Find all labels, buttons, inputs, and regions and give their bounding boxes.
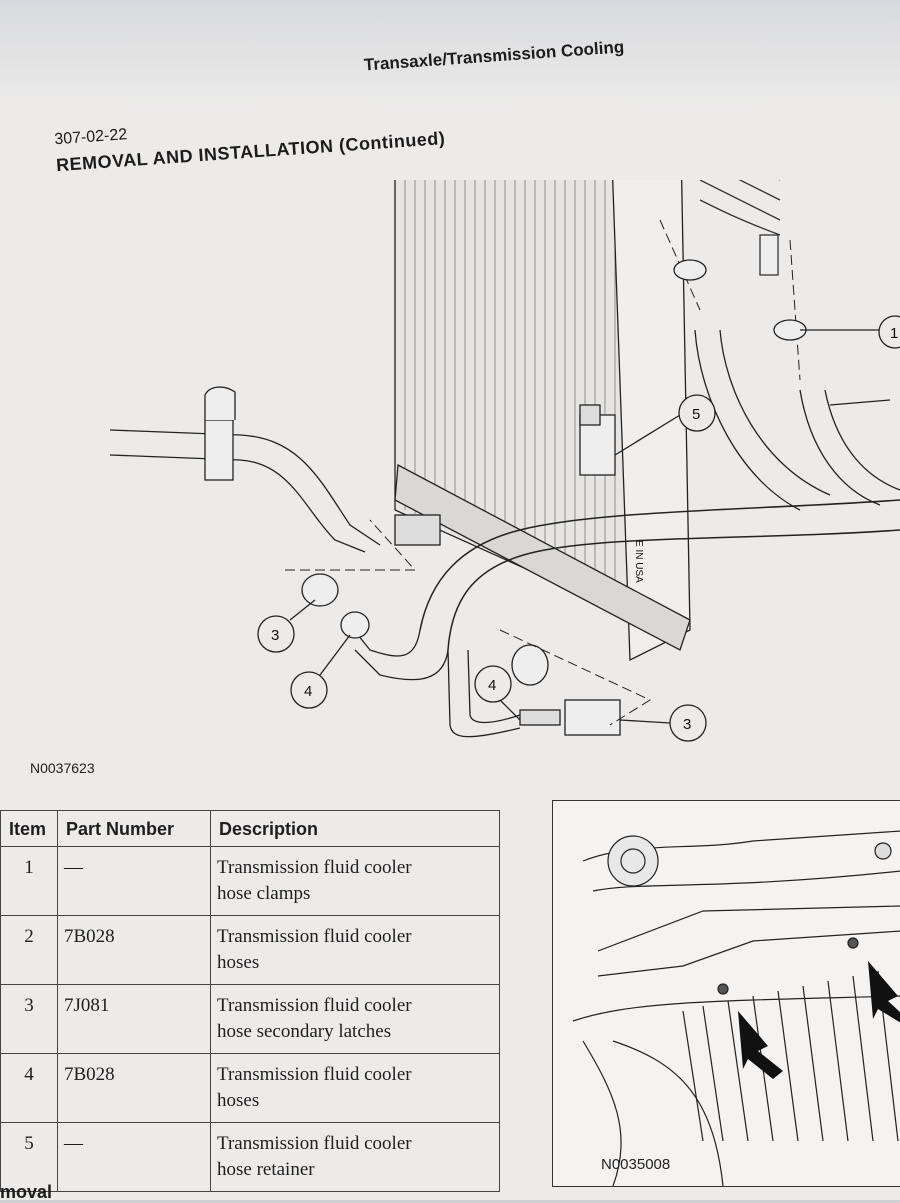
radiator-side-tank bbox=[612, 180, 691, 662]
fastener-right bbox=[847, 937, 859, 949]
description-cell: Transmission fluid cooler hose clamps bbox=[210, 846, 500, 916]
header-item: Item bbox=[0, 810, 58, 847]
description-line: Transmission fluid cooler bbox=[217, 1064, 412, 1085]
photo-id: N0035008 bbox=[601, 1156, 671, 1173]
left-cooler-line-upper bbox=[109, 429, 381, 546]
description-line: Transmission fluid cooler bbox=[217, 857, 412, 878]
secondary-latch-right bbox=[564, 699, 621, 736]
cooler-hose-main bbox=[419, 499, 900, 631]
description-cell: Transmission fluid cooler hose secondary … bbox=[210, 984, 500, 1054]
svg-text:4: 4 bbox=[488, 677, 496, 694]
svg-text:1: 1 bbox=[890, 325, 898, 342]
item-cell: 2 bbox=[0, 915, 58, 985]
parts-table: Item Part Number Description 1 — Transmi… bbox=[0, 810, 500, 1192]
svg-text:5: 5 bbox=[692, 406, 700, 423]
hose-clamp-upper bbox=[673, 259, 707, 281]
cooler-hose-lower bbox=[349, 624, 421, 657]
description-line: hose retainer bbox=[217, 1159, 315, 1180]
part-number-cell: 7B028 bbox=[57, 915, 211, 985]
page-header: Transaxle/Transmission Cooling 307-02-22… bbox=[40, 0, 900, 180]
fastener-left bbox=[717, 983, 729, 995]
oil-cooler-fins bbox=[699, 180, 781, 276]
secondary-latch-left bbox=[301, 573, 339, 607]
part-number-cell: — bbox=[57, 1122, 211, 1192]
upper-right-hose bbox=[694, 329, 801, 511]
grille-fastener-illustration bbox=[572, 830, 900, 1186]
page-number: 307-02-22 bbox=[53, 126, 128, 149]
svg-text:3: 3 bbox=[683, 716, 691, 733]
part-number-cell: 7J081 bbox=[57, 984, 211, 1054]
description-line: hoses bbox=[217, 952, 260, 973]
callout-5: 5 bbox=[678, 394, 716, 432]
item-cell: 3 bbox=[0, 984, 58, 1054]
part-number-cell: 7B028 bbox=[57, 1053, 211, 1123]
callout-3-left: 3 bbox=[257, 615, 295, 653]
description-line: Transmission fluid cooler bbox=[217, 926, 412, 947]
next-section-heading: moval bbox=[0, 1182, 53, 1202]
table-row: 2 7B028 Transmission fluid cooler hoses bbox=[0, 915, 500, 985]
description-cell: Transmission fluid cooler hose retainer bbox=[210, 1122, 500, 1192]
callout-3-right: 3 bbox=[669, 704, 707, 742]
description-cell: Transmission fluid cooler hoses bbox=[210, 915, 500, 985]
description-line: Transmission fluid cooler bbox=[217, 995, 412, 1016]
part-number-cell: — bbox=[57, 846, 211, 916]
header-description: Description bbox=[210, 810, 500, 847]
description-line: hose clamps bbox=[217, 883, 311, 904]
callout-4-left: 4 bbox=[290, 671, 328, 709]
cooler-hose-illustration: 1 5 3 4 4 3 E IN USA bbox=[109, 180, 900, 742]
table-row: 4 7B028 Transmission fluid cooler hoses bbox=[0, 1053, 500, 1123]
table-header-row: Item Part Number Description bbox=[0, 810, 500, 847]
description-line: hoses bbox=[217, 1090, 260, 1111]
svg-text:3: 3 bbox=[271, 627, 279, 644]
lower-right-hose bbox=[799, 389, 881, 506]
left-cooler-line-lower bbox=[109, 454, 366, 553]
radiator-stamp: E IN USA bbox=[633, 540, 644, 583]
item-cell: 4 bbox=[0, 1053, 58, 1123]
radiator-bottom-tank bbox=[394, 463, 691, 651]
arrow-icon bbox=[738, 961, 900, 1079]
table-row: 3 7J081 Transmission fluid cooler hose se… bbox=[0, 984, 500, 1054]
description-line: Transmission fluid cooler bbox=[217, 1133, 412, 1154]
engine-bay-photo: N0035008 bbox=[552, 800, 900, 1187]
section-title: Transaxle/Transmission Cooling bbox=[363, 37, 625, 75]
figure-id: N0037623 bbox=[30, 760, 95, 776]
callout-4-right: 4 bbox=[474, 665, 512, 703]
line-bracket bbox=[204, 419, 234, 481]
item-cell: 1 bbox=[0, 846, 58, 916]
svg-text:4: 4 bbox=[304, 683, 312, 700]
callout-1: 1 bbox=[878, 315, 900, 349]
description-line: hose secondary latches bbox=[217, 1021, 392, 1042]
left-tank-fitting bbox=[394, 514, 441, 546]
table-row: 1 — Transmission fluid cooler hose clamps bbox=[0, 846, 500, 916]
page-top-shadow bbox=[0, 0, 900, 110]
description-cell: Transmission fluid cooler hoses bbox=[210, 1053, 500, 1123]
cooler-hose-down bbox=[447, 649, 521, 738]
header-part-number: Part Number bbox=[57, 810, 211, 847]
